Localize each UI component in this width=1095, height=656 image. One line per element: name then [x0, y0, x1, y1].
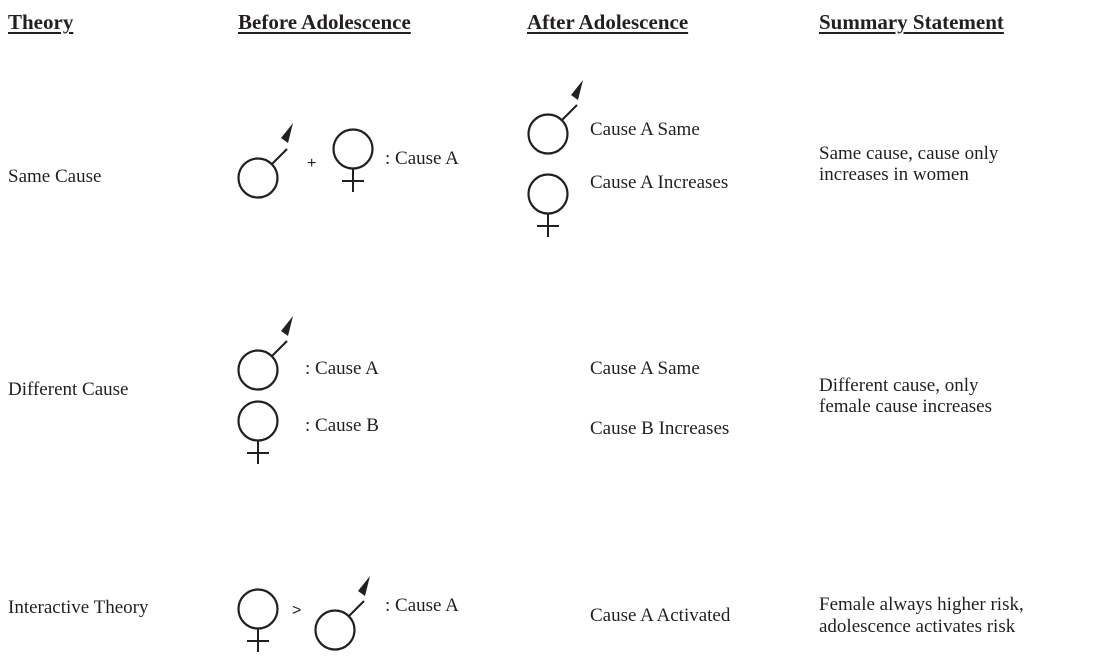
header-after-adolescence: After Adolescence: [527, 10, 689, 34]
greater-than-operator: >: [292, 602, 302, 619]
female-symbol-icon: [527, 173, 569, 237]
after-label-male: Cause A Same: [590, 119, 700, 140]
summary-line-2: female cause increases: [819, 396, 993, 417]
row-theory-different-cause: Different Cause: [8, 379, 129, 400]
after-line-1: Cause A Activated: [590, 605, 731, 626]
summary-line-1: Female always higher risk,: [819, 594, 1024, 615]
row-theory-same-cause: Same Cause: [8, 166, 102, 187]
female-symbol-icon: [332, 128, 374, 192]
after-line-1: Cause A Same: [590, 358, 700, 379]
summary-line-1: Different cause, only: [819, 375, 979, 396]
after-label-female: Cause A Increases: [590, 172, 729, 193]
summary-line-2: increases in women: [819, 164, 969, 185]
summary-line-1: Same cause, cause only: [819, 143, 999, 164]
header-before-adolescence: Before Adolescence: [238, 10, 411, 34]
before-label-male: : Cause A: [305, 358, 379, 379]
male-symbol-icon: [237, 123, 293, 199]
row-theory-interactive: Interactive Theory: [8, 597, 149, 618]
male-symbol-icon: [527, 80, 583, 155]
female-symbol-icon: [237, 588, 279, 652]
summary-line-2: adolescence activates risk: [819, 616, 1016, 637]
male-symbol-icon: [314, 576, 370, 651]
before-label-female: : Cause B: [305, 415, 379, 436]
after-line-2: Cause B Increases: [590, 418, 730, 439]
male-symbol-icon: [237, 316, 293, 391]
header-summary-statement: Summary Statement: [819, 10, 1004, 34]
before-label-cause-a: : Cause A: [385, 148, 459, 169]
before-label-cause-a: : Cause A: [385, 595, 459, 616]
plus-operator: +: [307, 155, 317, 172]
header-theory: Theory: [8, 10, 74, 34]
female-symbol-icon: [237, 400, 279, 464]
